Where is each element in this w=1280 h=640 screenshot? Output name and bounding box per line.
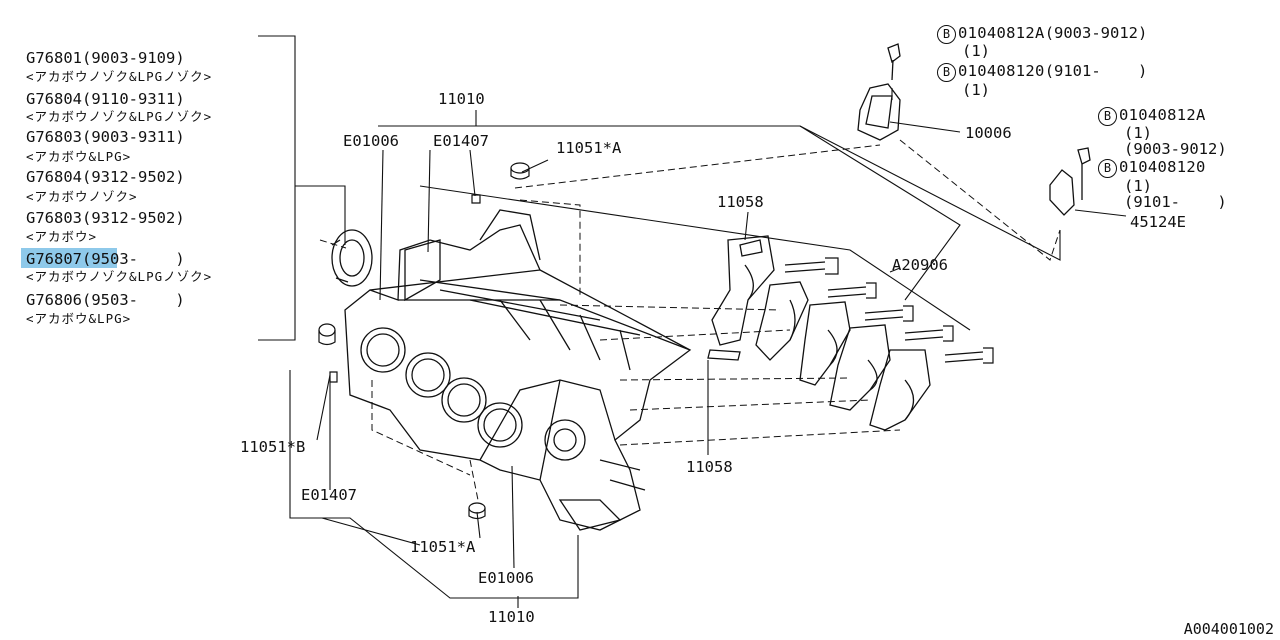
callout-11051b[interactable]: 11051*B bbox=[240, 438, 306, 456]
legend-note-5: <アカボウ> bbox=[26, 229, 98, 244]
oil-seal bbox=[331, 229, 373, 287]
legend-note-7: <アカボウ&LPG> bbox=[26, 311, 132, 326]
callout-11051a-top[interactable]: 11051*A bbox=[556, 139, 622, 157]
legend-code-6-highlighted[interactable]: G76807(9503- ) bbox=[26, 250, 185, 268]
callout-11010-top[interactable]: 11010 bbox=[438, 90, 485, 108]
callout-10006[interactable]: 10006 bbox=[965, 124, 1012, 142]
cylinder-block bbox=[344, 209, 692, 531]
legend-code-1[interactable]: G76801(9003-9109) bbox=[26, 49, 185, 67]
bolt-right-1-qty: (1) bbox=[1124, 124, 1152, 142]
bolt-top-2-qty: (1) bbox=[962, 81, 990, 99]
bolt-right-2-qty: (1) bbox=[1124, 177, 1152, 195]
callout-e01006-bottom[interactable]: E01006 bbox=[478, 569, 534, 587]
legend-code-2[interactable]: G76804(9110-9311) bbox=[26, 90, 185, 108]
bolt-b-marker-icon: B bbox=[1098, 159, 1117, 178]
legend-note-4: <アカボウノゾク> bbox=[26, 189, 138, 204]
callout-45124e[interactable]: 45124E bbox=[1130, 213, 1186, 231]
frame-line bbox=[378, 125, 961, 301]
cap-bolts bbox=[784, 257, 994, 364]
dowel-pins bbox=[318, 162, 530, 520]
legend-note-3: <アカボウ&LPG> bbox=[26, 149, 132, 164]
bearing-caps bbox=[707, 235, 931, 431]
bolt-right-1-range: (9003-9012) bbox=[1124, 140, 1227, 158]
bolt-top-1-qty: (1) bbox=[962, 42, 990, 60]
legend-note-2: <アカボウノゾク&LPGノゾク> bbox=[26, 109, 213, 124]
callout-11058-bottom[interactable]: 11058 bbox=[686, 458, 733, 476]
callout-e01407-top[interactable]: E01407 bbox=[433, 132, 489, 150]
legend-code-7[interactable]: G76806(9503- ) bbox=[26, 291, 185, 309]
diagram-id: A004001002 bbox=[1183, 620, 1274, 638]
bolt-b-marker-icon: B bbox=[1098, 107, 1117, 126]
callout-11010-bottom[interactable]: 11010 bbox=[488, 608, 535, 626]
bolt-right-2-range: (9101- ) bbox=[1124, 193, 1227, 211]
hose-bracket bbox=[1049, 147, 1091, 216]
callout-e01407-bottom[interactable]: E01407 bbox=[301, 486, 357, 504]
engine-bracket bbox=[857, 43, 901, 141]
callout-11051a-bottom[interactable]: 11051*A bbox=[410, 538, 476, 556]
legend-note-6: <アカボウノゾク&LPGノゾク> bbox=[26, 269, 213, 284]
bolt-b-marker-icon: B bbox=[937, 63, 956, 82]
highlight-box bbox=[21, 248, 117, 268]
bolt-b-marker-icon: B bbox=[937, 25, 956, 44]
legend-code-3[interactable]: G76803(9003-9311) bbox=[26, 128, 185, 146]
legend-note-1: <アカボウノゾク&LPGノゾク> bbox=[26, 69, 213, 84]
legend-code-4[interactable]: G76804(9312-9502) bbox=[26, 168, 185, 186]
callout-11058-top[interactable]: 11058 bbox=[717, 193, 764, 211]
callout-e01006-top[interactable]: E01006 bbox=[343, 132, 399, 150]
legend-bracket bbox=[258, 35, 296, 341]
callout-a20906[interactable]: A20906 bbox=[892, 256, 948, 274]
legend-code-5[interactable]: G76803(9312-9502) bbox=[26, 209, 185, 227]
